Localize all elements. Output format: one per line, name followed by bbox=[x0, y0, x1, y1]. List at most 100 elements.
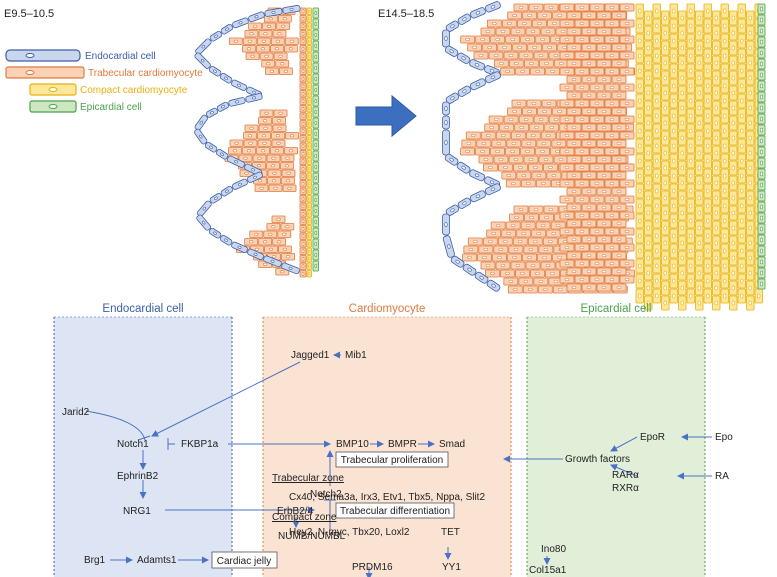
endocardial-cell bbox=[442, 29, 450, 48]
trabecular-cell bbox=[281, 177, 295, 185]
compact-cell bbox=[686, 213, 695, 229]
compact-cell bbox=[746, 295, 755, 311]
trabecular-cell bbox=[493, 245, 509, 254]
compact-cell bbox=[720, 48, 729, 64]
compact-cell bbox=[746, 115, 755, 131]
trabecular-cell bbox=[531, 229, 547, 238]
trabecular-cell bbox=[299, 52, 307, 60]
trabecular-cell bbox=[244, 238, 259, 246]
compact-cell bbox=[635, 168, 644, 184]
trabecular-cell bbox=[510, 27, 526, 36]
compact-cell bbox=[686, 228, 695, 244]
epicardial-cell bbox=[757, 212, 766, 224]
trabecular-cell bbox=[248, 22, 263, 30]
endocardial-cell bbox=[445, 204, 460, 216]
trabecular-cell bbox=[299, 45, 307, 53]
trabecular-cell bbox=[545, 269, 560, 278]
trabecular-cell bbox=[543, 163, 558, 172]
compact-cell bbox=[644, 175, 653, 191]
trabecular-cell bbox=[581, 187, 597, 196]
inhibit-bar-jarid2 bbox=[137, 435, 151, 441]
trabecular-cell bbox=[299, 202, 307, 210]
trabecular-cell bbox=[281, 253, 295, 261]
trabecular-cell bbox=[503, 115, 519, 124]
late-heart-wall bbox=[442, 1, 766, 311]
edge-rar-growth-factors bbox=[610, 464, 638, 477]
compact-cell bbox=[661, 235, 670, 251]
compact-cell bbox=[695, 85, 704, 101]
trabecular-cell bbox=[574, 195, 590, 204]
compact-cell bbox=[737, 198, 746, 214]
compact-cell bbox=[669, 18, 678, 34]
compact-cell bbox=[712, 130, 721, 146]
trabecular-cell bbox=[611, 139, 627, 148]
trabecular-cell bbox=[299, 180, 307, 188]
compact-cell bbox=[703, 243, 712, 259]
compact-cell bbox=[686, 153, 695, 169]
trabecular-cell bbox=[574, 211, 590, 220]
compact-cell bbox=[703, 123, 712, 139]
compact-cell bbox=[703, 63, 712, 79]
trabecular-cell bbox=[559, 195, 575, 204]
compact-cell bbox=[686, 273, 695, 289]
compact-cell bbox=[661, 190, 670, 206]
compact-cell bbox=[695, 265, 704, 281]
compact-cell bbox=[712, 55, 721, 71]
compact-cell bbox=[635, 48, 644, 64]
trabecular-cell bbox=[265, 67, 279, 75]
epicardial-cell bbox=[312, 249, 319, 261]
epicardial-cell bbox=[757, 25, 766, 37]
compact-cell bbox=[635, 78, 644, 94]
compact-cell bbox=[720, 138, 729, 154]
compact-cell bbox=[729, 10, 738, 26]
trabecular-cell bbox=[540, 131, 556, 140]
endocardial-cell bbox=[486, 279, 501, 292]
trabecular-cell bbox=[589, 211, 605, 220]
trabecular-cell bbox=[463, 245, 479, 254]
endocardial-cell bbox=[282, 5, 301, 14]
trabecular-cell bbox=[259, 109, 274, 117]
compact-cell bbox=[652, 78, 661, 94]
compact-cell bbox=[635, 123, 644, 139]
trabecular-cell bbox=[299, 217, 307, 225]
node-growth-factors: Growth factors bbox=[565, 454, 630, 465]
compact-cell bbox=[644, 55, 653, 71]
compact-cell bbox=[635, 228, 644, 244]
trabecular-cell bbox=[566, 139, 582, 148]
compact-cell bbox=[652, 48, 661, 64]
compact-cell bbox=[746, 130, 755, 146]
compact-cell bbox=[635, 108, 644, 124]
trabecular-cell bbox=[619, 35, 635, 44]
trabecular-cell bbox=[527, 237, 543, 246]
endocardial-cell bbox=[232, 17, 249, 29]
trabecular-cell bbox=[238, 154, 253, 162]
trabecular-cell bbox=[604, 35, 620, 44]
compact-cell bbox=[635, 213, 644, 229]
heart-wall-illustration bbox=[194, 1, 766, 311]
trabecular-cell bbox=[299, 75, 307, 83]
trabecular-cell bbox=[566, 91, 582, 100]
trabecular-cell bbox=[589, 51, 605, 60]
trabecular-cell bbox=[299, 37, 307, 45]
compact-cell bbox=[746, 175, 755, 191]
endocardial-cell bbox=[248, 11, 265, 23]
node-compact-genes: Hey2, N-myc, Tbx20, Loxl2 bbox=[289, 527, 410, 538]
epicardial-cell bbox=[312, 238, 319, 250]
trabecular-cell bbox=[299, 105, 307, 113]
compact-cell bbox=[720, 123, 729, 139]
compact-cell bbox=[306, 75, 312, 83]
trabecular-cell bbox=[252, 154, 267, 162]
compact-cell bbox=[695, 205, 704, 221]
compact-cell bbox=[729, 280, 738, 296]
box-trab-diff bbox=[335, 502, 455, 519]
trabecular-cell bbox=[497, 43, 513, 52]
compact-cell bbox=[729, 70, 738, 86]
trabecular-cell bbox=[476, 139, 492, 148]
trabecular-cell bbox=[574, 179, 590, 188]
compact-cell bbox=[695, 100, 704, 116]
compact-cell bbox=[746, 145, 755, 161]
compact-cell bbox=[635, 183, 644, 199]
trabecular-cell bbox=[522, 107, 537, 116]
node-tet: TET bbox=[441, 527, 460, 538]
compact-cell bbox=[661, 25, 670, 41]
